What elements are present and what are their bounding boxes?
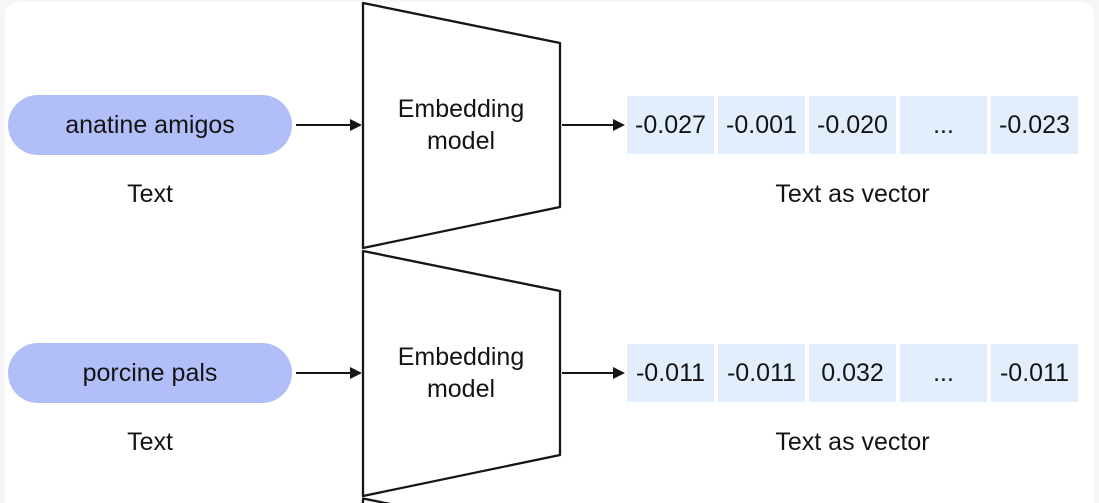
input-text-label: anatine amigos	[65, 110, 235, 139]
vector-value: -0.001	[726, 110, 797, 139]
vector-cell: -0.023	[991, 96, 1078, 154]
arrow-right-icon	[613, 119, 625, 131]
input-text-label: porcine pals	[82, 358, 218, 387]
vector-value: -0.020	[817, 110, 888, 139]
vector-value: ...	[933, 110, 954, 139]
pipeline-row-2: porcine pals Text Embedding model -0.011…	[0, 248, 1099, 498]
input-caption: Text	[127, 428, 173, 456]
vector-caption: Text as vector	[775, 428, 930, 456]
input-text-pill: porcine pals	[8, 343, 292, 403]
vector-cell: 0.032	[809, 344, 896, 402]
embedding-model-label: Embedding model	[397, 343, 525, 403]
next-embedding-model-shape-partial	[361, 497, 392, 503]
vector-row: -0.011 -0.011 0.032 ... -0.011	[627, 344, 1078, 402]
vector-cell: -0.011	[991, 344, 1078, 402]
vector-value: -0.011	[635, 358, 706, 387]
vector-cell: -0.027	[627, 96, 714, 154]
embedding-model-shape	[361, 1, 562, 250]
vector-cell: -0.020	[809, 96, 896, 154]
vector-value: -0.011	[726, 358, 797, 387]
vector-caption: Text as vector	[775, 180, 930, 208]
input-caption: Text	[127, 180, 173, 208]
vector-cell-ellipsis: ...	[900, 344, 987, 402]
vector-cell: -0.011	[627, 344, 714, 402]
connector-lines	[296, 249, 625, 498]
arrow-right-icon	[350, 119, 362, 131]
vector-value: -0.027	[635, 110, 706, 139]
embedding-model-shape-edge	[361, 497, 392, 503]
arrow-right-icon	[613, 367, 625, 379]
vector-cell: -0.001	[718, 96, 805, 154]
vector-value: 0.032	[821, 358, 884, 387]
input-text-pill: anatine amigos	[8, 95, 292, 155]
embedding-model-shape	[361, 249, 562, 498]
connector-lines	[296, 1, 625, 250]
vector-cell: -0.011	[718, 344, 805, 402]
vector-row: -0.027 -0.001 -0.020 ... -0.023	[627, 96, 1078, 154]
pipeline-row-1: anatine amigos Text Embedding model -0.0…	[0, 0, 1099, 250]
vector-value: ...	[933, 358, 954, 387]
vector-value: -0.023	[999, 110, 1070, 139]
embedding-model-label: Embedding model	[397, 95, 525, 155]
arrow-right-icon	[350, 367, 362, 379]
vector-cell-ellipsis: ...	[900, 96, 987, 154]
vector-value: -0.011	[999, 358, 1070, 387]
